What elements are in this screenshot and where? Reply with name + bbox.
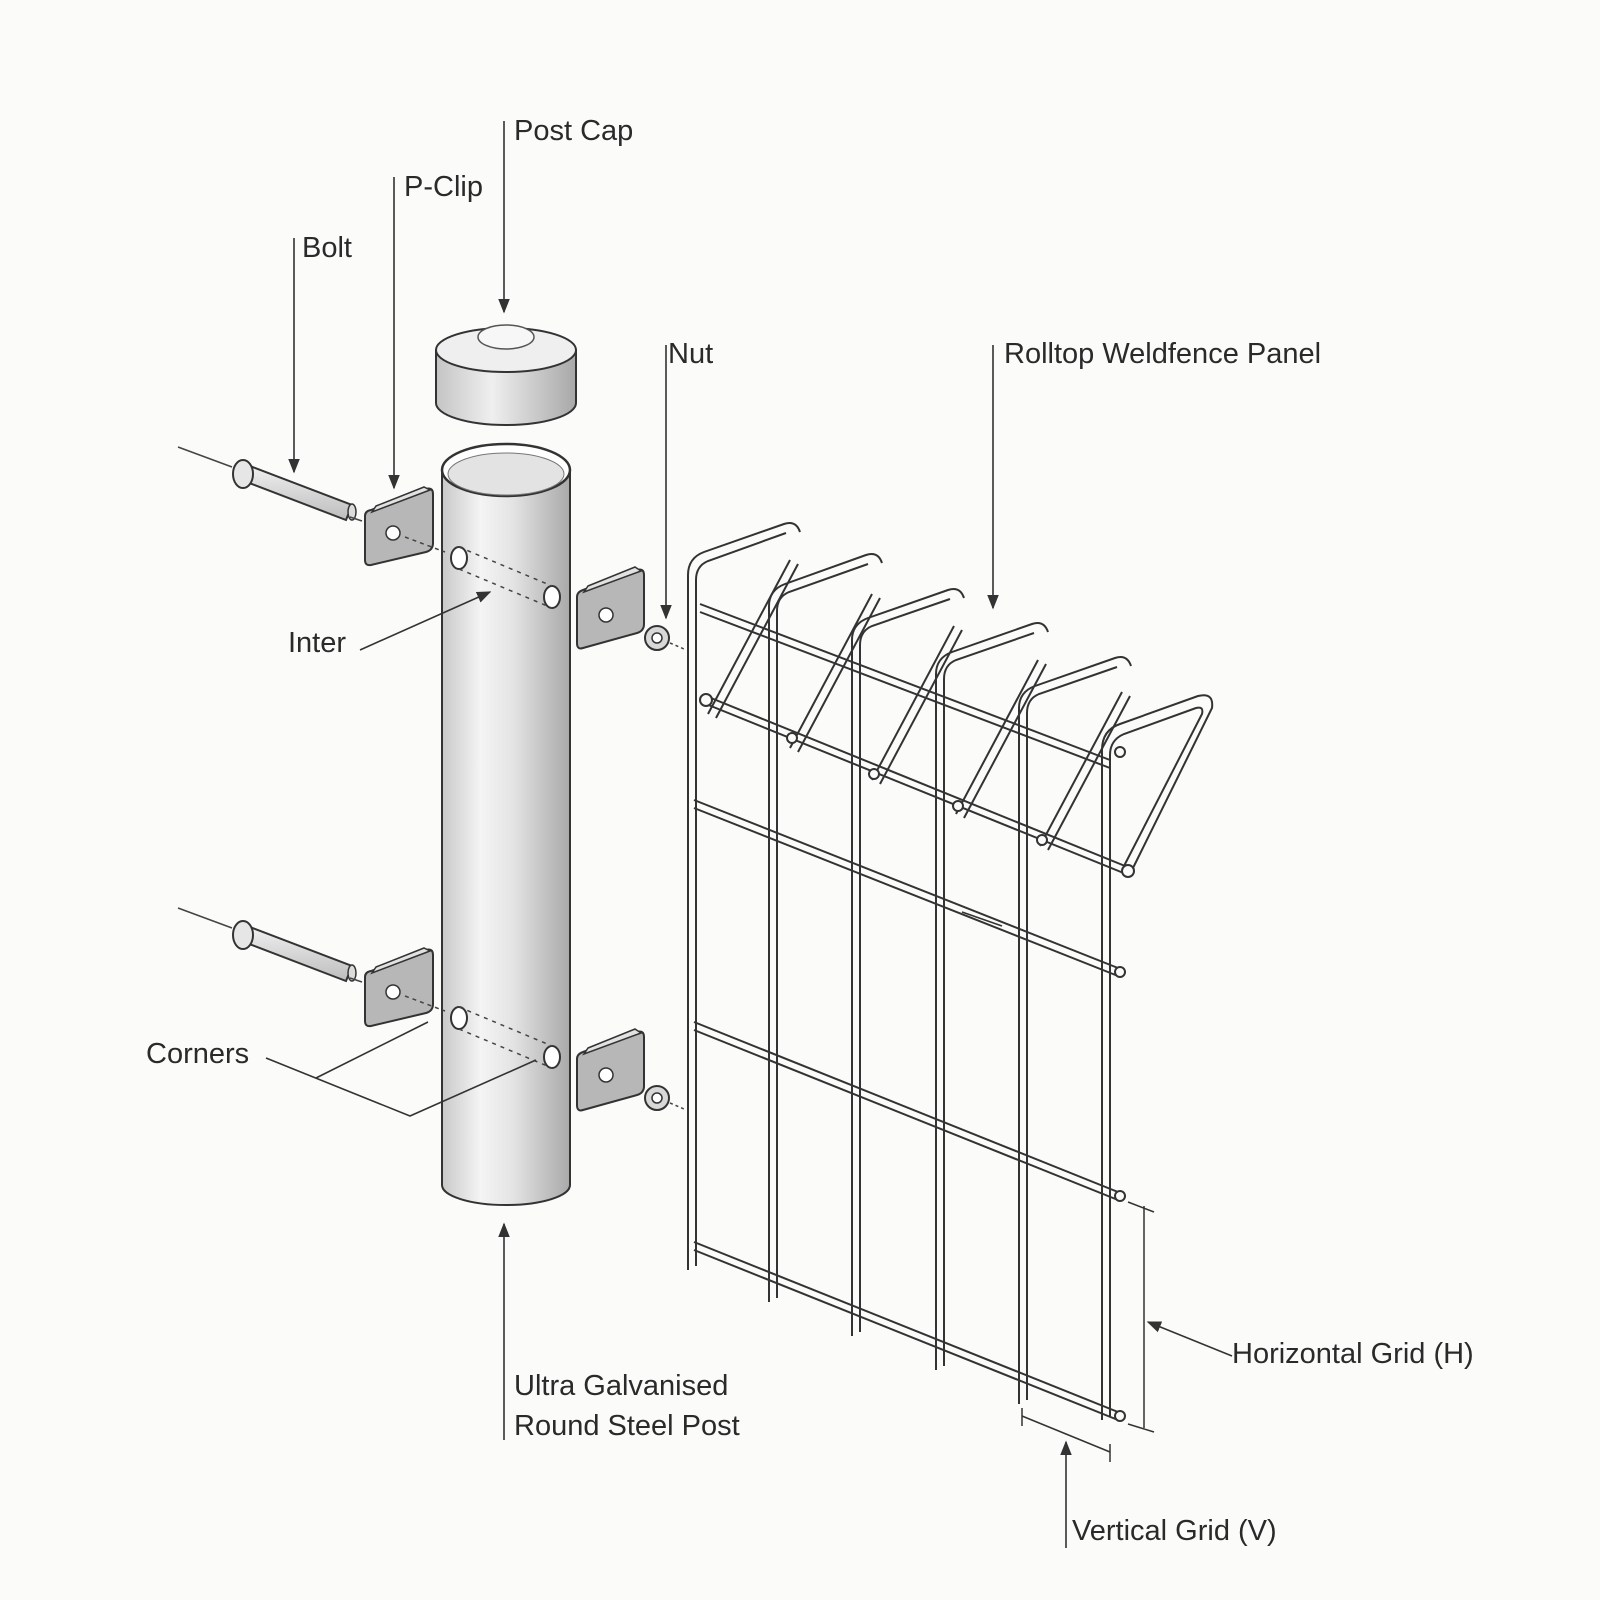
label-bolt: Bolt <box>302 232 352 264</box>
post-cap <box>435 324 577 426</box>
panel-vertical-wires <box>687 522 1214 1420</box>
leader-inter <box>359 591 492 651</box>
panel-rolltop-struts <box>707 559 1131 851</box>
label-nut: Nut <box>668 338 714 370</box>
label-post-line2: Round Steel Post <box>514 1410 740 1442</box>
p-clip-lower-left <box>364 947 446 1028</box>
label-post-cap: Post Cap <box>514 115 634 147</box>
panel-horizontal-wires <box>693 603 1135 1422</box>
p-clip-upper-left <box>364 486 446 567</box>
label-inter: Inter <box>288 627 347 659</box>
bolt-lower <box>177 907 363 983</box>
nut-upper <box>644 625 685 651</box>
dimension-horizontal-grid <box>1127 1201 1155 1433</box>
label-panel: Rolltop Weldfence Panel <box>1004 338 1322 370</box>
label-p-clip: P-Clip <box>404 171 483 203</box>
bolt-upper <box>177 446 363 522</box>
leader-lines <box>265 121 1233 1548</box>
label-corners: Corners <box>146 1038 250 1070</box>
rolltop-weldfence-panel <box>687 522 1214 1422</box>
round-steel-post <box>440 442 572 1206</box>
p-clip-lower-right <box>576 1028 645 1112</box>
label-post: Ultra Galvanised Round Steel Post <box>514 1366 740 1446</box>
leader-corners <box>265 1057 537 1117</box>
p-clip-upper-right <box>576 566 645 650</box>
dimension-vertical-grid <box>1021 1408 1111 1462</box>
label-vertical-grid: Vertical Grid (V) <box>1072 1515 1277 1547</box>
leader-horizontal-grid <box>1146 1321 1233 1357</box>
label-horizontal-grid: Horizontal Grid (H) <box>1232 1338 1474 1370</box>
label-post-line1: Ultra Galvanised <box>514 1370 729 1402</box>
panel-weld-points <box>786 732 1126 846</box>
nut-lower <box>644 1085 685 1111</box>
